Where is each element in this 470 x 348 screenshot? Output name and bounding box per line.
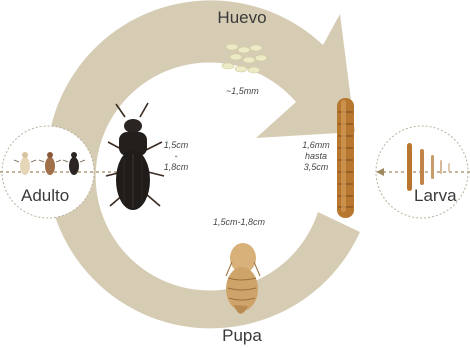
- adult-size: 1,5cm - 1,8cm: [160, 140, 192, 173]
- stage-label-larva: Larva: [414, 186, 457, 206]
- adult-size-line: -: [160, 151, 192, 162]
- adult-size-line: 1,8cm: [160, 162, 192, 173]
- beetle-illustration: [106, 103, 164, 210]
- larva-size-line: 1,6mm: [299, 140, 333, 151]
- stage-label-pupa: Pupa: [212, 326, 272, 346]
- larva-size-line: 3,5cm: [299, 162, 333, 173]
- stage-label-adult: Adulto: [21, 186, 69, 206]
- larva-size: 1,6mm hasta 3,5cm: [299, 140, 333, 173]
- egg-size: ~1,5mm: [226, 86, 259, 97]
- adult-color-stages: [14, 152, 85, 175]
- larva-size-line: hasta: [299, 151, 333, 162]
- adult-size-line: 1,5cm: [160, 140, 192, 151]
- larva-illustration: [337, 98, 354, 218]
- pupa-size: 1,5cm-1,8cm: [213, 217, 265, 228]
- stage-label-egg: Huevo: [212, 8, 272, 28]
